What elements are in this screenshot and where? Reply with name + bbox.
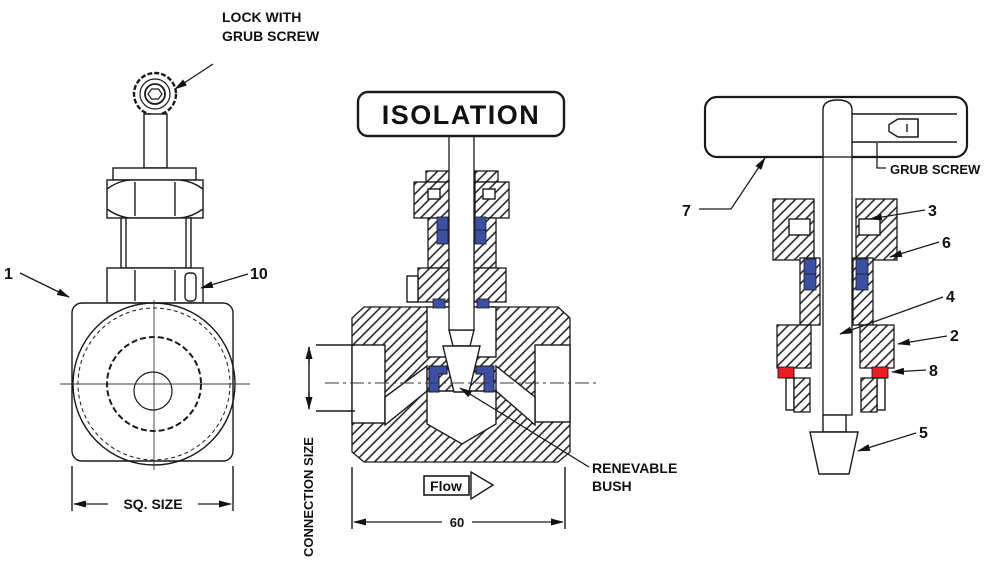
connection-size-dimension: CONNECTION SIZE <box>301 344 355 557</box>
length-60-dimension: 60 <box>351 467 566 530</box>
side-seal-red-left <box>777 366 795 379</box>
hex-socket-icon <box>147 88 163 100</box>
lock-callout-line1: LOCK WITH <box>222 9 301 25</box>
part-4-number: 4 <box>946 289 955 306</box>
front-upper-hex-nut <box>106 179 204 219</box>
part-2-number: 2 <box>950 328 959 345</box>
front-view: LOCK WITH GRUB SCREW 1 10 SQ. SIZE <box>4 9 320 512</box>
grub-screw <box>888 118 919 138</box>
part-8-number: 8 <box>929 363 938 380</box>
part-1-callout: 1 <box>4 266 70 298</box>
part-10-callout: 10 <box>200 266 268 289</box>
flow-arrow-icon <box>470 470 495 501</box>
part-2-callout: 2 <box>897 328 959 346</box>
connection-size-label: CONNECTION SIZE <box>301 437 316 557</box>
part-8-callout: 8 <box>891 363 938 380</box>
part-7-callout: 7 <box>682 157 766 220</box>
front-stem-collar <box>120 217 192 269</box>
section-view: ISOLATION CONNECTION SIZE Flow 60 <box>301 90 677 557</box>
left-port <box>351 344 386 424</box>
packing-seal-right <box>474 216 487 245</box>
section-stem <box>448 135 475 331</box>
sq-size-dimension: SQ. SIZE <box>71 466 234 512</box>
grub-screw-leader <box>876 143 886 169</box>
stem-top-cap <box>822 99 853 157</box>
lock-callout-line2: GRUB SCREW <box>222 28 320 44</box>
bush-label-line2: BUSH <box>592 478 632 494</box>
part-3-callout: 3 <box>869 203 937 221</box>
part-10-number: 10 <box>250 266 268 283</box>
side-section-view: 7 GRUB SCREW 3 6 4 2 8 5 <box>682 95 981 475</box>
bush-leader <box>459 387 590 468</box>
length-60-label: 60 <box>450 515 464 530</box>
cone-tip <box>809 431 859 475</box>
front-lower-hex-nut <box>106 267 204 304</box>
side-top-nut <box>772 198 898 261</box>
renewable-bush-left <box>428 365 448 393</box>
bush-label-line1: RENEVABLE <box>592 460 677 476</box>
renewable-bush-right <box>475 365 495 393</box>
part-5-number: 5 <box>919 425 928 442</box>
grub-screw-callout: GRUB SCREW <box>876 143 981 177</box>
part-7-number: 7 <box>682 203 691 220</box>
isolation-label: ISOLATION <box>382 100 541 130</box>
front-square-body <box>60 300 250 470</box>
right-port <box>534 344 571 423</box>
bush-callout: RENEVABLE BUSH <box>459 387 677 494</box>
lock-knob <box>132 71 178 117</box>
grub-screw-slot <box>184 272 197 302</box>
packing-seal-left <box>436 216 449 245</box>
part-1-leader <box>19 272 70 298</box>
side-packing <box>799 257 874 326</box>
part-6-callout: 6 <box>889 235 951 258</box>
side-seal-blue-right <box>855 258 869 291</box>
side-seal-blue-left <box>803 258 817 291</box>
part-7-leader <box>699 157 766 210</box>
part-1-number: 1 <box>4 266 13 283</box>
side-stem <box>822 156 853 416</box>
flow-indicator: Flow <box>423 470 495 501</box>
part-4-callout: 4 <box>839 289 955 335</box>
grub-screw-label: GRUB SCREW <box>890 162 981 177</box>
t-handle <box>703 95 969 159</box>
front-handle-plate <box>112 167 197 181</box>
part-3-number: 3 <box>928 203 937 220</box>
lock-callout: LOCK WITH GRUB SCREW <box>174 9 320 90</box>
part-6-number: 6 <box>942 235 951 252</box>
lock-leader-line <box>174 63 214 90</box>
bonnet-assembly <box>406 170 510 309</box>
stem-neck <box>822 414 847 433</box>
flow-label: Flow <box>430 478 462 494</box>
part-5-callout: 5 <box>857 425 928 452</box>
part-10-leader <box>200 273 249 289</box>
sq-size-label: SQ. SIZE <box>123 496 182 512</box>
stem-guide <box>448 329 475 347</box>
side-seal-red-right <box>871 366 889 379</box>
front-stem <box>143 113 168 169</box>
isolation-handle: ISOLATION <box>356 90 566 138</box>
side-gland-nut <box>776 324 895 413</box>
